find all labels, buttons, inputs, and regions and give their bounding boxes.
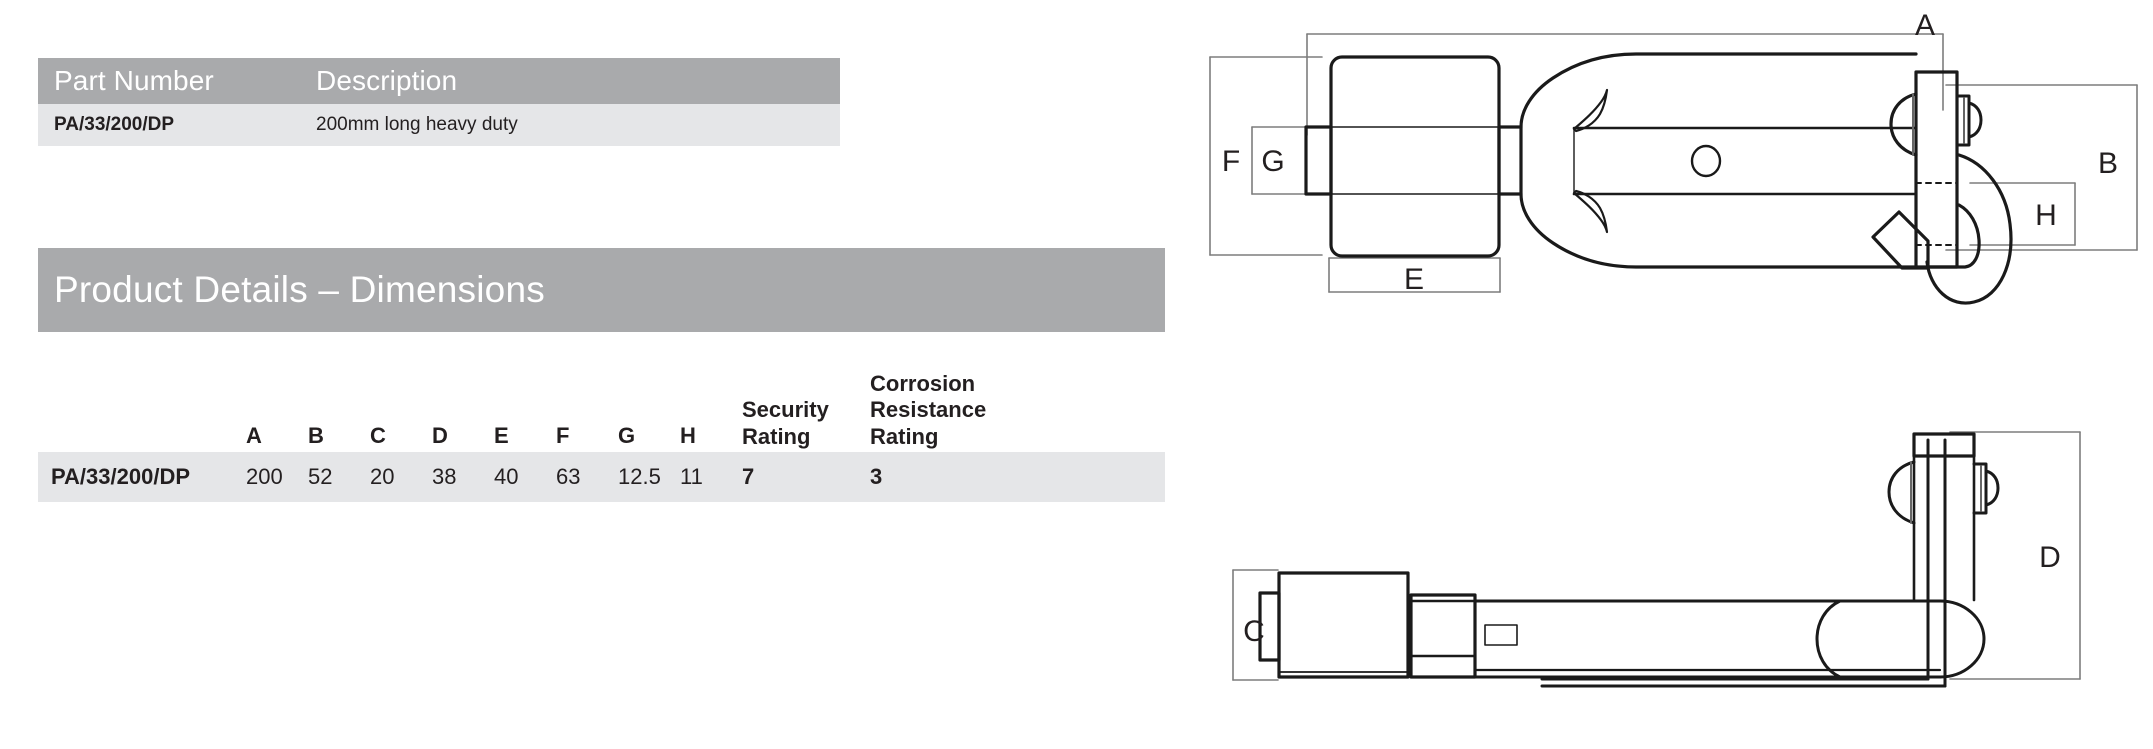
drawing-svg: A F G B H E C D xyxy=(1209,9,2138,688)
neck-block xyxy=(1497,125,1523,196)
hasp-loop-inner xyxy=(1925,203,1981,269)
cell-part-number: PA/33/200/DP xyxy=(54,114,175,135)
shell-lower-curve xyxy=(1519,192,1918,269)
shell-upper-curve xyxy=(1519,52,1918,129)
cell-dimension-g: 12.5 xyxy=(618,464,661,489)
column-header-a: A xyxy=(246,422,262,448)
cell-part-number: PA/33/200/DP xyxy=(51,464,191,489)
column-header-c: C xyxy=(370,422,386,448)
left-stub xyxy=(1304,125,1333,196)
dimension-label-a: A xyxy=(1915,9,1935,42)
column-header-corrosion-resistance-rating: Corrosion Resistance Rating xyxy=(870,371,1080,452)
dimension-label-e: E xyxy=(1404,263,1424,296)
side-washer-nut-assembly xyxy=(1972,462,2000,515)
dimension-label-h: H xyxy=(2035,199,2057,232)
column-header-g: G xyxy=(618,422,636,448)
dimension-label-b: B xyxy=(2098,147,2118,180)
cell-security-rating: 7 xyxy=(742,464,755,489)
corrosion-line-1: Corrosion xyxy=(870,370,976,396)
corrosion-line-3: Rating xyxy=(870,423,939,449)
side-boss-left xyxy=(1887,460,1916,525)
corrosion-line-2: Resistance xyxy=(870,397,987,423)
dimension-bracket-c xyxy=(1232,569,1279,681)
tables-panel: Part Number Description PA/33/200/DP 200… xyxy=(38,58,1165,502)
side-barrel xyxy=(1277,571,1410,679)
dimension-bracket-g xyxy=(1251,126,1308,195)
angled-catch xyxy=(1871,210,1930,270)
side-view-group xyxy=(1232,431,2081,688)
part-number-table: Part Number Description PA/33/200/DP 200… xyxy=(38,58,840,146)
cell-dimension-h: 11 xyxy=(680,464,703,489)
cell-dimension-d: 38 xyxy=(432,464,457,489)
dimension-bracket-e xyxy=(1328,257,1501,293)
section-title: Product Details – Dimensions xyxy=(54,269,545,310)
dimensions-table: A B C D E F G H Security Rating Corrosio… xyxy=(38,352,1165,502)
cell-dimension-e: 40 xyxy=(494,464,519,489)
dimension-bracket-h xyxy=(1969,182,2076,246)
side-bar-slot xyxy=(1484,624,1518,646)
dimension-label-g: G xyxy=(1261,145,1284,178)
dimension-bracket-f xyxy=(1209,56,1323,256)
column-header-blank xyxy=(38,450,246,452)
column-header-description: Description xyxy=(316,65,458,96)
claw-upper xyxy=(1572,88,1609,133)
dimension-label-c: C xyxy=(1243,615,1265,648)
table-row: PA/33/200/DP 200 52 20 38 40 63 12.5 11 … xyxy=(38,452,1165,502)
cell-dimension-a: 200 xyxy=(246,464,283,489)
staple-plate xyxy=(1914,70,1959,269)
security-line-1: Security xyxy=(742,397,829,423)
column-header-h: H xyxy=(680,422,696,448)
dimension-label-d: D xyxy=(2039,541,2061,574)
claw-lower xyxy=(1572,189,1609,234)
side-left-stub xyxy=(1258,591,1281,662)
cell-dimension-f: 63 xyxy=(556,464,581,489)
table-row: PA/33/200/DP 200mm long heavy duty xyxy=(38,104,840,146)
cell-dimension-c: 20 xyxy=(370,464,395,489)
cell-dimension-b: 52 xyxy=(308,464,333,489)
dimension-bracket-d xyxy=(1949,431,2081,680)
product-details-section-band: Product Details – Dimensions xyxy=(38,248,1165,332)
security-line-2: Rating xyxy=(742,423,811,449)
top-view-group xyxy=(1209,33,2138,305)
column-header-security-rating: Security Rating xyxy=(742,397,870,452)
barrel-body xyxy=(1329,55,1501,258)
dimension-bracket-a xyxy=(1306,33,1944,136)
washer-nut-assembly xyxy=(1955,94,1983,147)
technical-drawing-panel: A F G B H E C D xyxy=(1180,0,2153,749)
hasp-loop-outer xyxy=(1925,153,2013,305)
side-neck-block xyxy=(1409,593,1477,679)
dimensions-header-row: A B C D E F G H Security Rating Corrosio… xyxy=(38,352,1165,452)
boss-left xyxy=(1889,92,1918,157)
side-bar-round-end-right xyxy=(1938,599,1986,679)
side-bar-round-end-left xyxy=(1815,599,1842,679)
cell-description: 200mm long heavy duty xyxy=(316,114,518,135)
dimension-label-f: F xyxy=(1222,145,1240,178)
column-header-d: D xyxy=(432,422,448,448)
column-header-part-number: Part Number xyxy=(54,65,214,96)
part-table-header-row: Part Number Description xyxy=(38,58,840,104)
column-header-e: E xyxy=(494,422,509,448)
column-header-b: B xyxy=(308,422,324,448)
column-header-f: F xyxy=(556,422,570,448)
cell-corrosion-resistance-rating: 3 xyxy=(870,464,883,489)
pivot-hole xyxy=(1690,144,1722,178)
